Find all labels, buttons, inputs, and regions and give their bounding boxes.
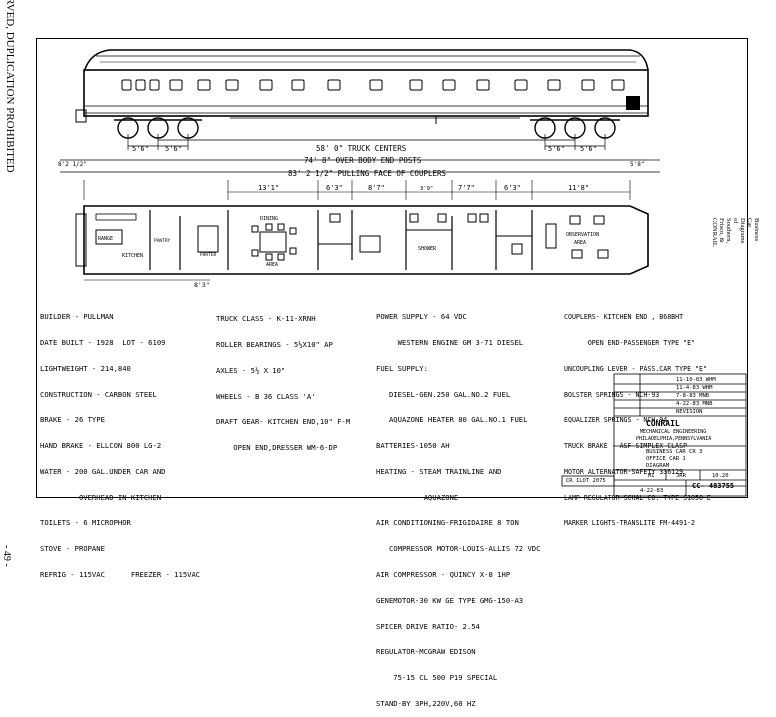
spec-refrig: REFRIG - 115VAC <box>40 570 105 579</box>
spec-line: AIR COMPRESSOR - QUINCY X-8 1HP <box>376 570 511 579</box>
scale: 10.20 <box>712 473 729 479</box>
spec-line: WHEELS - B 36 CLASS 'A' <box>216 391 316 401</box>
spec-line: HEATING - STEAM TRAINLINE AND <box>376 466 502 476</box>
spec-line: OVERHEAD IN KITCHEN <box>40 492 162 502</box>
spec-line: COUPLERS- KITCHEN END , B68BHT <box>564 313 684 322</box>
spec-line: CONSTRUCTION - CARBON STEEL <box>40 389 157 399</box>
spec-line: MOTOR ALTERNATOR-SAFETY 336129 <box>564 467 684 476</box>
cc-number: CC- 483755 <box>692 482 735 490</box>
room-dining-area: AREA <box>266 262 278 268</box>
spec-line-refrig-freezer: REFRIG - 115VAC FREEZER - 115VAC <box>40 570 201 580</box>
spec-line: DIESEL-GEN.250 GAL.NO.2 FUEL <box>376 389 511 399</box>
dim-right-b: 5'6" <box>580 145 597 153</box>
room-observation-area: AREA <box>574 240 586 246</box>
plan-bottom-dim: 8'3" <box>194 281 210 289</box>
spec-line: AQUAZONE HEATER 80 GAL.NO.1 FUEL <box>376 415 528 425</box>
dim-left-a: 5'6" <box>132 145 149 153</box>
spec-line: GENEMOTOR-30 KW GE TYPE GMG-150-A3 <box>376 595 524 605</box>
spec-line: WATER - 200 GAL.UNDER CAR AND <box>40 466 166 476</box>
spec-line: LAMP REGULATOR-SCHAL CO. TYPE S1050-E <box>564 493 711 502</box>
checked-by: JRR <box>676 473 686 479</box>
spec-line: AQUAZONE <box>376 492 459 502</box>
dim-over-couplers: 83' 2 1/2" PULLING FACE OF COUPLERS <box>288 169 447 178</box>
spec-line: AIR CONDITIONING-FRIGIDAIRE 8 TON <box>376 518 519 528</box>
department: MECHANICAL ENGINEERING <box>640 429 707 435</box>
spec-line: FUEL SUPPLY: <box>376 363 428 373</box>
spec-line: TRUCK CLASS - K-11-XRNH <box>216 314 316 324</box>
room-porter: PORTER <box>200 252 217 258</box>
specs-column-2: TRUCK CLASS - K-11-XRNH ROLLER BEARINGS … <box>216 298 350 461</box>
spec-line: TOILETS - 6 MICROPHOR <box>40 518 131 528</box>
revision-header: REVISION <box>676 409 703 415</box>
revision-2: 11-4-83 WHM <box>676 385 713 391</box>
dim-truck-centers: 58' 0" TRUCK CENTERS <box>316 144 407 153</box>
plan-dim-3: 8'7" <box>368 184 385 192</box>
side-elevation-drawing: 5'6" 5'6" 5'6" 5'6" 58' 0" TRUCK CENTERS… <box>58 49 747 497</box>
spec-line: WESTERN ENGINE GM 3-71 DIESEL <box>376 337 524 347</box>
plan-dim-5: 7'7" <box>458 184 475 192</box>
spec-line: EQUALIZER SPRINGS - NCH-94 <box>564 416 668 425</box>
room-kitchen: KITCHEN <box>122 253 143 259</box>
drawing-title-2: OFFICE CAR 1 <box>646 456 686 462</box>
spec-line: BOLSTER SPRINGS - NCH-93 <box>564 390 660 399</box>
drawn-by: MI <box>648 473 655 479</box>
revision-1: 11-10-83 WHM <box>676 377 716 383</box>
room-dining: DINING <box>260 216 278 222</box>
city: PHILADELPHIA,PENNSYLVANIA <box>636 436 712 442</box>
dim-right-overhang: 5'8" <box>630 161 644 168</box>
spec-freezer: FREEZER - 115VAC <box>130 570 201 579</box>
plan-dim-4: 3'9" <box>420 186 433 192</box>
spec-line: TRUCK BRAKE - ASF SIMPLEX CLASP <box>564 442 688 451</box>
plan-dim-6: 6'3" <box>504 184 521 192</box>
spec-line: ROLLER BEARINGS - 5½X10" AP <box>216 339 333 349</box>
spec-line: REGULATOR-MCGRAW EDISON <box>376 647 476 657</box>
spec-line: AXLES - 5½ X 10" <box>216 365 286 375</box>
dim-left-b: 5'6" <box>165 145 182 153</box>
spec-line: BRAKE - 26 TYPE <box>40 415 105 425</box>
dim-left-overhang: 8'2 1/2" <box>58 161 87 168</box>
room-observation: OBSERVATION <box>566 232 599 238</box>
spec-line: MARKER LIGHTS-TRANSLITE FM-4491-2 <box>564 519 696 528</box>
drawing-title-1: BUSINESS CAR CR 3 <box>646 449 703 455</box>
revision-4: 4-22-83 MNB <box>676 401 713 407</box>
spec-line: DRAFT GEAR- KITCHEN END,10" F-M <box>216 417 351 427</box>
room-shower: SHOWER <box>418 246 437 252</box>
spec-line: BATTERIES-1050 AH <box>376 441 450 451</box>
specs-column-4: COUPLERS- KITCHEN END , B68BHT OPEN END-… <box>564 296 711 537</box>
specs-column-1: BUILDER - PULLMAN DATE BUILT - 1928 LOT … <box>40 296 200 588</box>
drawing-title-3: DIAGRAM <box>646 463 670 469</box>
spec-line: OPEN END,DRESSER WM-6-DP <box>216 443 338 453</box>
spec-line: 75-15 CL 500 P19 SPECIAL <box>376 673 498 683</box>
revision-3: 7-8-83 MNB <box>676 393 710 399</box>
spec-line: UNCOUPLING LEVER - PASS.CAR TYPE "E" <box>564 364 707 373</box>
spec-line: STAND-BY 3PH,220V,60 HZ <box>376 698 476 708</box>
spec-line: LIGHTWEIGHT - 214,840 <box>40 363 131 373</box>
plan-dim-7: 11'8" <box>568 184 589 192</box>
drawing-date: 4-22-83 <box>640 488 664 494</box>
specs-column-3: POWER SUPPLY - 64 VDC WESTERN ENGINE GM … <box>376 296 540 717</box>
spec-line: COMPRESSOR MOTOR-LOUIS-ALLIS 72 VDC <box>376 544 541 554</box>
room-range: RANGE <box>98 236 113 242</box>
spec-line: HAND BRAKE - ELLCON 800 LG-2 <box>40 441 162 451</box>
room-pantry: PANTRY <box>154 238 171 244</box>
spec-line: SPICER DRIVE RATIO- 2.54 <box>376 621 480 631</box>
company-name: CONRAIL <box>646 419 680 428</box>
dim-right-a: 5'6" <box>548 145 565 153</box>
lot-reference: CR 1LOT 2075 <box>566 478 606 484</box>
plan-dim-1: 13'1" <box>258 184 279 192</box>
spec-line: BUILDER - PULLMAN <box>40 312 114 322</box>
dim-over-body: 74' 8" OVER BODY END POSTS <box>304 156 422 165</box>
spec-line: DATE BUILT - 1928 LOT - 6109 <box>40 337 166 347</box>
spec-line: POWER SUPPLY - 64 VDC <box>376 312 467 322</box>
spec-line: STOVE - PROPANE <box>40 544 105 554</box>
plan-dim-2: 6'3" <box>326 184 343 192</box>
spec-line: OPEN END-PASSENGER TYPE "E" <box>564 338 696 347</box>
drawing-frame <box>36 38 748 498</box>
